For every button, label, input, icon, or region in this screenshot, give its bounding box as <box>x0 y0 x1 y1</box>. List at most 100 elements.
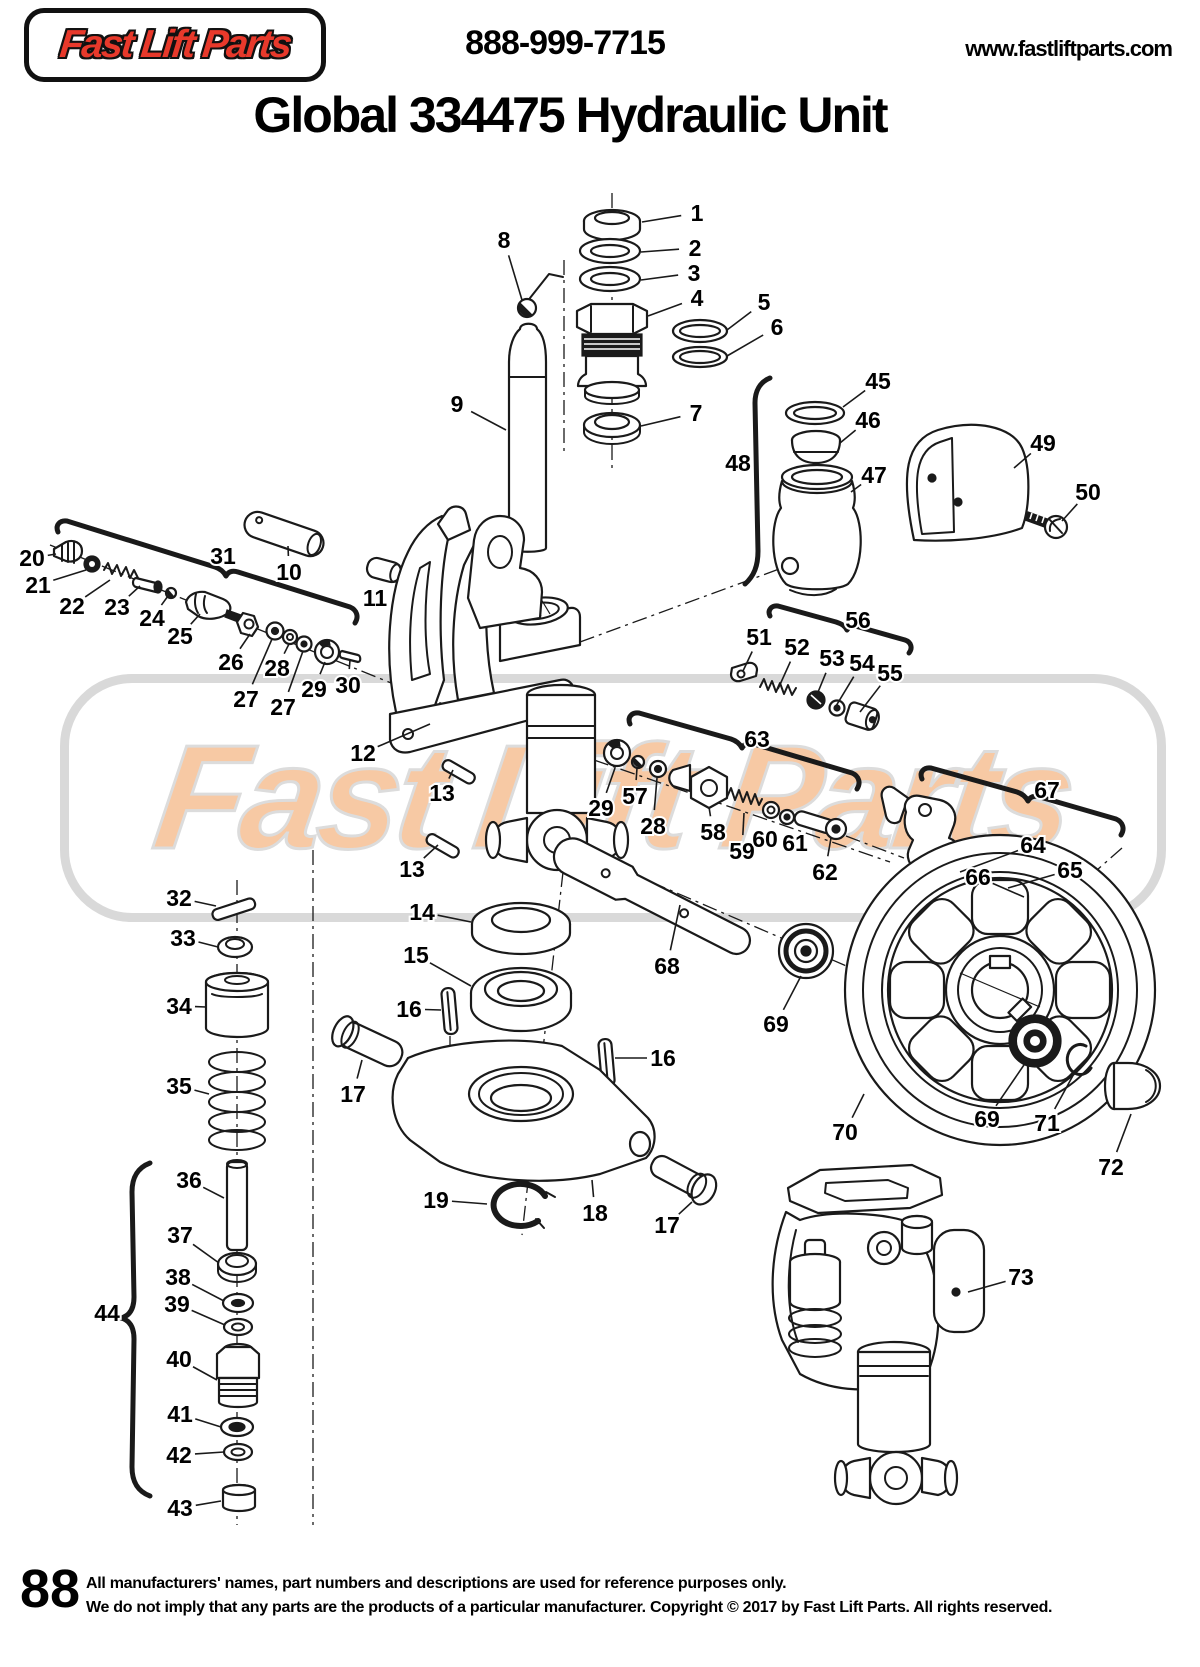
callout-13: 13 <box>399 856 425 882</box>
callout-leader-23 <box>128 585 141 597</box>
callout-leader-33 <box>198 941 219 948</box>
callout-leader-18 <box>591 1179 595 1198</box>
callout-leader-16 <box>424 1008 442 1011</box>
callout-leader-57 <box>635 767 638 781</box>
part-plunger-column <box>118 897 270 1513</box>
callout-16: 16 <box>650 1045 676 1071</box>
callout-70: 70 <box>832 1119 858 1145</box>
callout-41: 41 <box>167 1401 193 1427</box>
callout-13: 13 <box>429 780 455 806</box>
callout-leader-37 <box>192 1243 220 1264</box>
callout-10: 10 <box>276 559 302 585</box>
callout-64: 64 <box>1020 832 1046 858</box>
callout-leader-4 <box>647 302 683 317</box>
callout-leader-20 <box>47 553 57 557</box>
callout-19: 19 <box>423 1187 449 1213</box>
callout-leader-47 <box>850 483 862 493</box>
callout-leader-64 <box>959 849 1019 873</box>
callout-54: 54 <box>849 650 875 676</box>
callout-leader-6 <box>726 334 764 357</box>
callout-61: 61 <box>782 830 808 856</box>
callout-44: 44 <box>94 1300 120 1326</box>
callout-7: 7 <box>690 400 703 426</box>
callout-leader-72 <box>1115 1113 1132 1153</box>
callout-17: 17 <box>340 1081 366 1107</box>
callout-49: 49 <box>1030 430 1056 456</box>
callout-leader-46 <box>839 429 857 444</box>
callout-leader-27 <box>287 650 304 693</box>
callout-67: 67 <box>1034 777 1060 803</box>
callout-leader-28 <box>653 777 658 811</box>
callout-leader-8 <box>507 255 523 301</box>
callout-29: 29 <box>301 676 327 702</box>
callout-28: 28 <box>264 655 290 681</box>
callout-12: 12 <box>350 740 376 766</box>
callout-leader-35 <box>194 1089 210 1095</box>
callout-14: 14 <box>409 899 435 925</box>
callout-leader-53 <box>815 672 827 698</box>
callout-15: 15 <box>403 942 429 968</box>
callout-leader-2 <box>640 248 680 253</box>
part-valve-row-57-63 <box>602 710 862 841</box>
part-main-casting <box>388 505 630 872</box>
callout-30: 30 <box>335 672 361 698</box>
callout-65: 65 <box>1057 857 1083 883</box>
part-valve-stack <box>507 208 729 553</box>
callout-24: 24 <box>139 605 165 631</box>
callout-16: 16 <box>396 996 422 1022</box>
callout-59: 59 <box>729 838 755 864</box>
callout-66: 66 <box>965 864 991 890</box>
callout-27: 27 <box>270 694 296 720</box>
callout-leader-65 <box>1007 873 1055 889</box>
footer-line-2: We do not imply that any parts are the p… <box>86 1599 1053 1616</box>
callout-9: 9 <box>451 391 464 417</box>
callout-26: 26 <box>218 649 244 675</box>
callout-51: 51 <box>746 624 772 650</box>
fast-lift-parts-logo: Fast Lift Parts <box>24 8 326 82</box>
callout-18: 18 <box>582 1200 608 1226</box>
callout-leader-15 <box>429 962 472 987</box>
footer-legal: All manufacturers' names, part numbers a… <box>86 1572 1053 1620</box>
callout-leader-55 <box>859 685 881 713</box>
part-reservoir-group <box>742 375 1069 597</box>
callout-leader-12 <box>377 723 431 748</box>
callout-leader-27 <box>251 638 273 685</box>
callout-53: 53 <box>819 645 845 671</box>
callout-leader-45 <box>842 389 866 408</box>
callout-leader-38 <box>191 1283 225 1302</box>
callout-33: 33 <box>170 925 196 951</box>
callout-21: 21 <box>25 572 51 598</box>
callout-62: 62 <box>812 859 838 885</box>
phone-number: 888-999-7715 <box>465 24 666 62</box>
callout-20: 20 <box>19 545 45 571</box>
callout-3: 3 <box>688 260 701 286</box>
callout-32: 32 <box>166 885 192 911</box>
website-url: www.fastliftparts.com <box>965 36 1173 61</box>
callout-8: 8 <box>498 227 511 253</box>
callout-leader-13 <box>423 844 439 859</box>
callout-2: 2 <box>689 235 702 261</box>
callout-leader-71 <box>1053 1069 1077 1110</box>
callout-leader-50 <box>1061 503 1078 522</box>
callout-39: 39 <box>164 1291 190 1317</box>
part-base-plate-group <box>331 901 718 1229</box>
callout-55: 55 <box>877 660 903 686</box>
callout-34: 34 <box>166 993 192 1019</box>
callout-40: 40 <box>166 1346 192 1372</box>
callout-leader-29 <box>605 767 616 794</box>
callout-leader-5 <box>726 311 752 331</box>
footer-line-1: All manufacturers' names, part numbers a… <box>86 1575 787 1592</box>
callout-leader-1 <box>641 214 682 223</box>
callout-leader-58 <box>708 806 712 817</box>
callout-leader-40 <box>192 1366 218 1381</box>
callout-68: 68 <box>654 953 680 979</box>
callout-31: 31 <box>210 543 236 569</box>
callout-leader-13 <box>448 769 454 779</box>
callout-leader-17 <box>678 1201 693 1215</box>
callout-leader-9 <box>470 410 507 431</box>
callout-leader-19 <box>451 1200 488 1205</box>
callout-leader-41 <box>195 1418 222 1428</box>
part-valve-row-51-56 <box>729 603 914 731</box>
callout-leader-43 <box>195 1500 222 1507</box>
